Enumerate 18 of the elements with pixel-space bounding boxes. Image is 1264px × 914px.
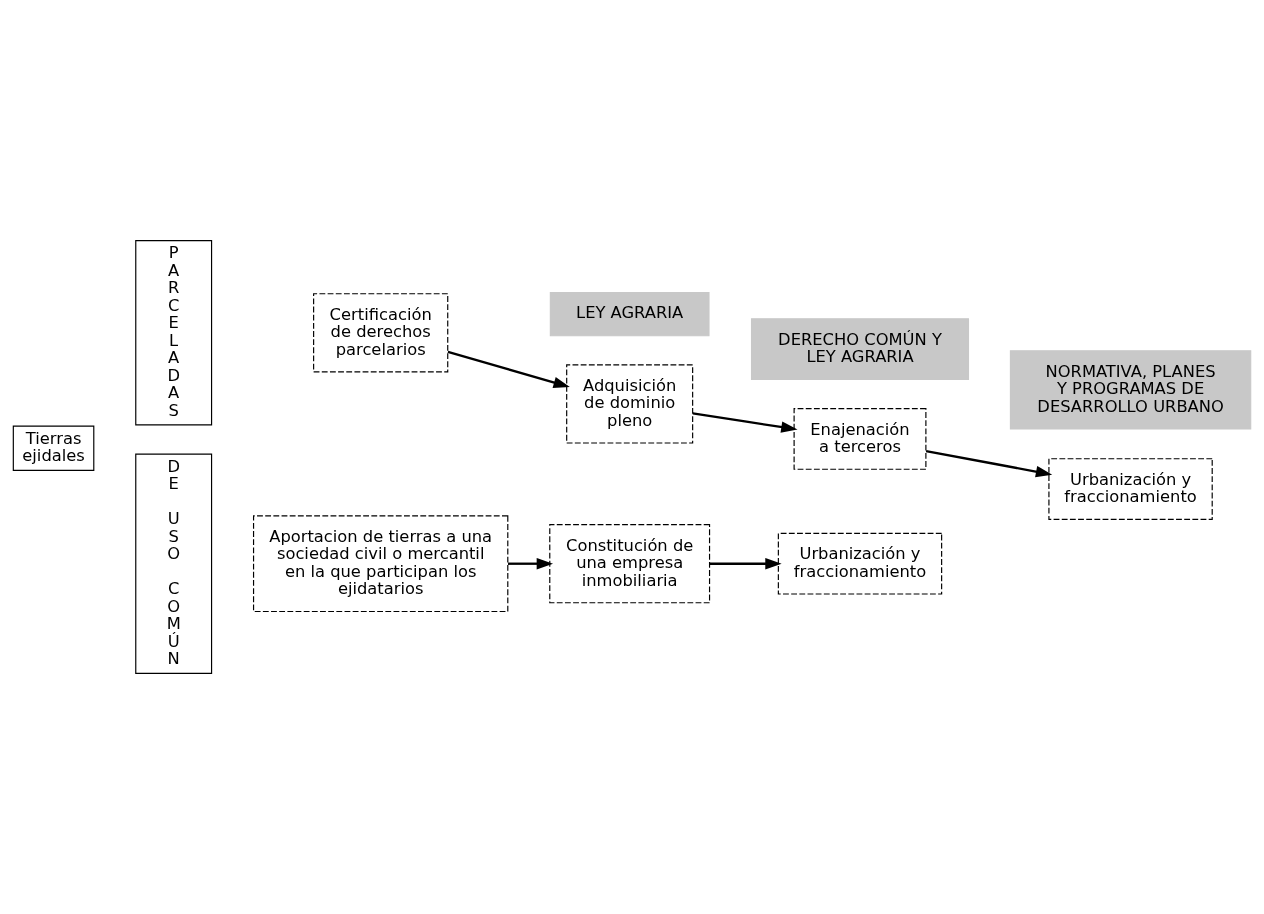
arrow	[709, 558, 782, 570]
arrow	[692, 412, 798, 433]
arrow	[508, 558, 553, 570]
node-box: Tierras ejidales	[12, 425, 95, 471]
node-box: DE USO COMÚN	[135, 453, 213, 674]
node-box: Aportacion de tierras a una sociedad civil o mercantil en la que participan los ejidatarios	[252, 515, 509, 613]
node-box: NORMATIVA, PLANES Y PROGRAMAS DE DESARROLLO URBANO	[1009, 350, 1252, 430]
node-box: Enajenación a terceros	[793, 408, 927, 470]
node-box: Adquisición de dominio pleno	[566, 364, 694, 444]
node-box: Certificación de derechos parcelarios	[313, 293, 449, 373]
node-box: Urbanización y fraccionamiento	[1048, 458, 1213, 520]
node-box: Urbanización y fraccionamiento	[777, 532, 943, 595]
arrow	[447, 350, 570, 388]
arrow	[925, 449, 1053, 478]
node-box: LEY AGRARIA	[549, 291, 710, 337]
node-box: DERECHO COMÚN Y LEY AGRARIA	[750, 318, 970, 381]
node-box: PARCELADAS	[135, 240, 213, 426]
node-box: Constitución de una empresa inmobiliaria	[549, 524, 711, 604]
